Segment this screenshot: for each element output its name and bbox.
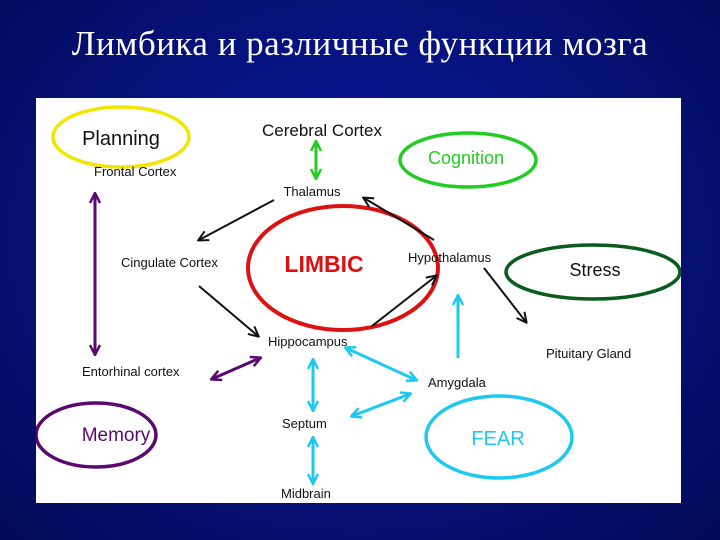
cognition-label: Cognition (428, 148, 504, 168)
arrow-entorhinal-hippocampus (212, 358, 260, 379)
hypothalamus-label: Hypothalamus (408, 250, 492, 265)
stress-label: Stress (569, 260, 620, 280)
cerebral-cortex-label: Cerebral Cortex (262, 121, 382, 140)
limbic-label: LIMBIC (284, 251, 363, 277)
slide-title: Лимбика и различные функции мозга (71, 24, 649, 63)
arrow-hippocampus-to-hypothalamus (371, 276, 436, 327)
arrow-hypothalamus-to-thalamus (364, 198, 435, 241)
arrow-thalamus-to-cingulate (199, 199, 275, 240)
planning-label: Planning (82, 128, 160, 150)
diagram-panel: Planning Cognition Stress Memory FEAR LI… (36, 98, 681, 503)
amygdala-label: Amygdala (428, 375, 487, 390)
frontal-cortex-label: Frontal Cortex (94, 164, 177, 179)
arrow-hypothalamus-to-pituitary (483, 267, 526, 322)
fear-oval (424, 394, 574, 480)
midbrain-label: Midbrain (281, 486, 331, 501)
memory-oval (36, 401, 158, 469)
pituitary-gland-label: Pituitary Gland (546, 346, 631, 361)
limbic-diagram: Planning Cognition Stress Memory FEAR LI… (36, 105, 681, 501)
arrow-cingulate-to-hippocampus (198, 285, 258, 336)
hippocampus-label: Hippocampus (268, 334, 348, 349)
planning-oval (51, 105, 191, 169)
fear-label: FEAR (471, 428, 524, 450)
entorhinal-cortex-label: Entorhinal cortex (82, 364, 180, 379)
memory-label: Memory (82, 425, 151, 446)
arrow-septum-amygdala (352, 394, 410, 416)
limbic-oval (246, 204, 440, 332)
septum-label: Septum (282, 416, 327, 431)
stress-oval (504, 243, 681, 301)
thalamus-label: Thalamus (283, 184, 341, 199)
cognition-oval (398, 131, 538, 189)
cingulate-cortex-label: Cingulate Cortex (121, 255, 218, 270)
arrow-hippocampus-amygdala (346, 348, 416, 380)
